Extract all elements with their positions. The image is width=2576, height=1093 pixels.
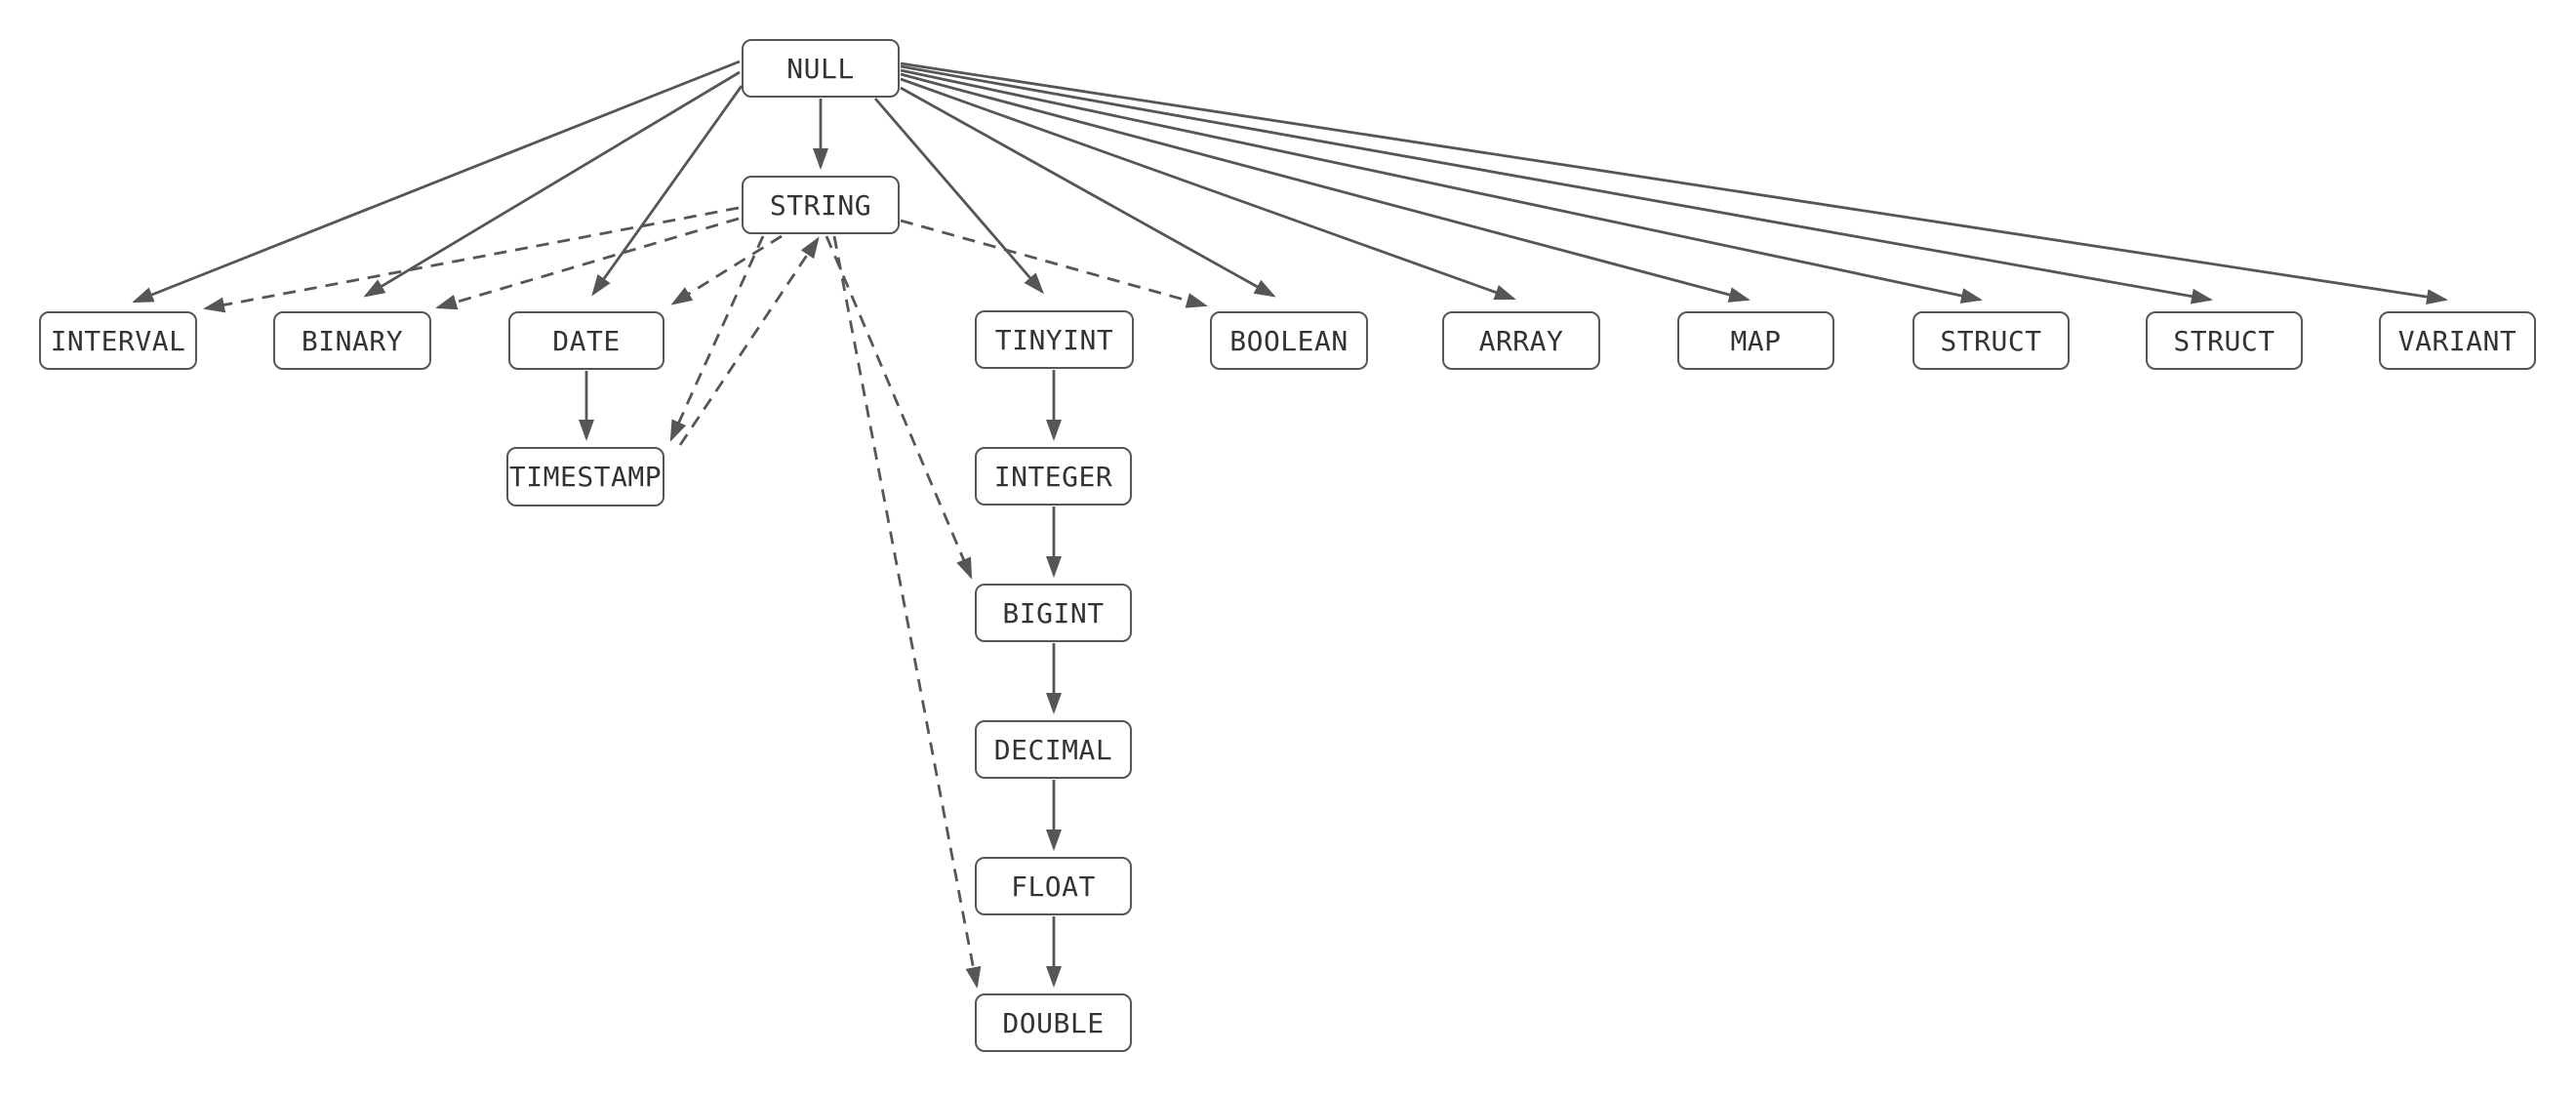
node-date: DATE	[508, 311, 664, 370]
edge-null-to-binary	[363, 70, 741, 298]
edge-null-to-date	[591, 85, 744, 297]
node-label-variant: VARIANT	[2397, 324, 2517, 357]
edge-null-to-boolean	[900, 86, 1276, 298]
node-label-struct1: STRUCT	[1940, 324, 2042, 357]
node-label-array: ARRAY	[1478, 324, 1564, 357]
edge-null-to-map	[900, 72, 1751, 303]
edge-null-to-interval	[132, 60, 741, 304]
edge-timestamp-to-string	[678, 236, 820, 446]
node-timestamp: TIMESTAMP	[506, 447, 664, 506]
node-label-decimal: DECIMAL	[993, 733, 1113, 766]
node-double: DOUBLE	[975, 993, 1132, 1052]
node-label-map: MAP	[1730, 324, 1782, 357]
edge-string-to-boolean	[900, 219, 1208, 308]
edge-string-to-date	[670, 234, 783, 305]
edge-string-to-timestamp	[669, 235, 765, 442]
edge-null-to-array	[900, 77, 1516, 301]
node-variant: VARIANT	[2379, 311, 2536, 370]
node-label-bigint: BIGINT	[1002, 596, 1105, 629]
node-label-tinyint: TINYINT	[994, 323, 1114, 356]
node-boolean: BOOLEAN	[1210, 311, 1368, 370]
node-struct1: STRUCT	[1912, 311, 2070, 370]
node-null: NULL	[742, 39, 900, 98]
node-label-string: STRING	[769, 188, 872, 222]
node-label-timestamp: TIMESTAMP	[508, 461, 663, 493]
node-label-struct2: STRUCT	[2173, 324, 2275, 357]
node-float: FLOAT	[975, 857, 1132, 915]
node-label-interval: INTERVAL	[50, 324, 186, 357]
edge-null-to-tinyint	[873, 98, 1044, 295]
node-bigint: BIGINT	[975, 584, 1132, 642]
node-array: ARRAY	[1442, 311, 1600, 370]
edge-string-to-bigint	[825, 235, 973, 580]
node-label-null: NULL	[786, 52, 855, 85]
node-decimal: DECIMAL	[975, 720, 1132, 779]
node-string: STRING	[742, 176, 900, 234]
edge-null-to-variant	[900, 61, 2448, 305]
node-binary: BINARY	[273, 311, 431, 370]
edge-string-to-interval	[203, 206, 740, 313]
node-integer: INTEGER	[975, 447, 1132, 506]
edge-null-to-struct2	[900, 64, 2213, 304]
node-label-date: DATE	[552, 324, 621, 357]
edge-null-to-struct1	[900, 68, 1983, 304]
node-map: MAP	[1677, 311, 1834, 370]
node-label-double: DOUBLE	[1002, 1006, 1105, 1039]
node-struct2: STRUCT	[2146, 311, 2303, 370]
node-label-float: FLOAT	[1011, 870, 1096, 903]
node-label-binary: BINARY	[301, 324, 404, 357]
node-interval: INTERVAL	[39, 311, 197, 370]
edge-string-to-double	[832, 235, 982, 989]
node-tinyint: TINYINT	[975, 310, 1134, 369]
node-label-integer: INTEGER	[993, 460, 1113, 493]
node-label-boolean: BOOLEAN	[1229, 324, 1348, 357]
edge-string-to-binary	[435, 217, 740, 310]
